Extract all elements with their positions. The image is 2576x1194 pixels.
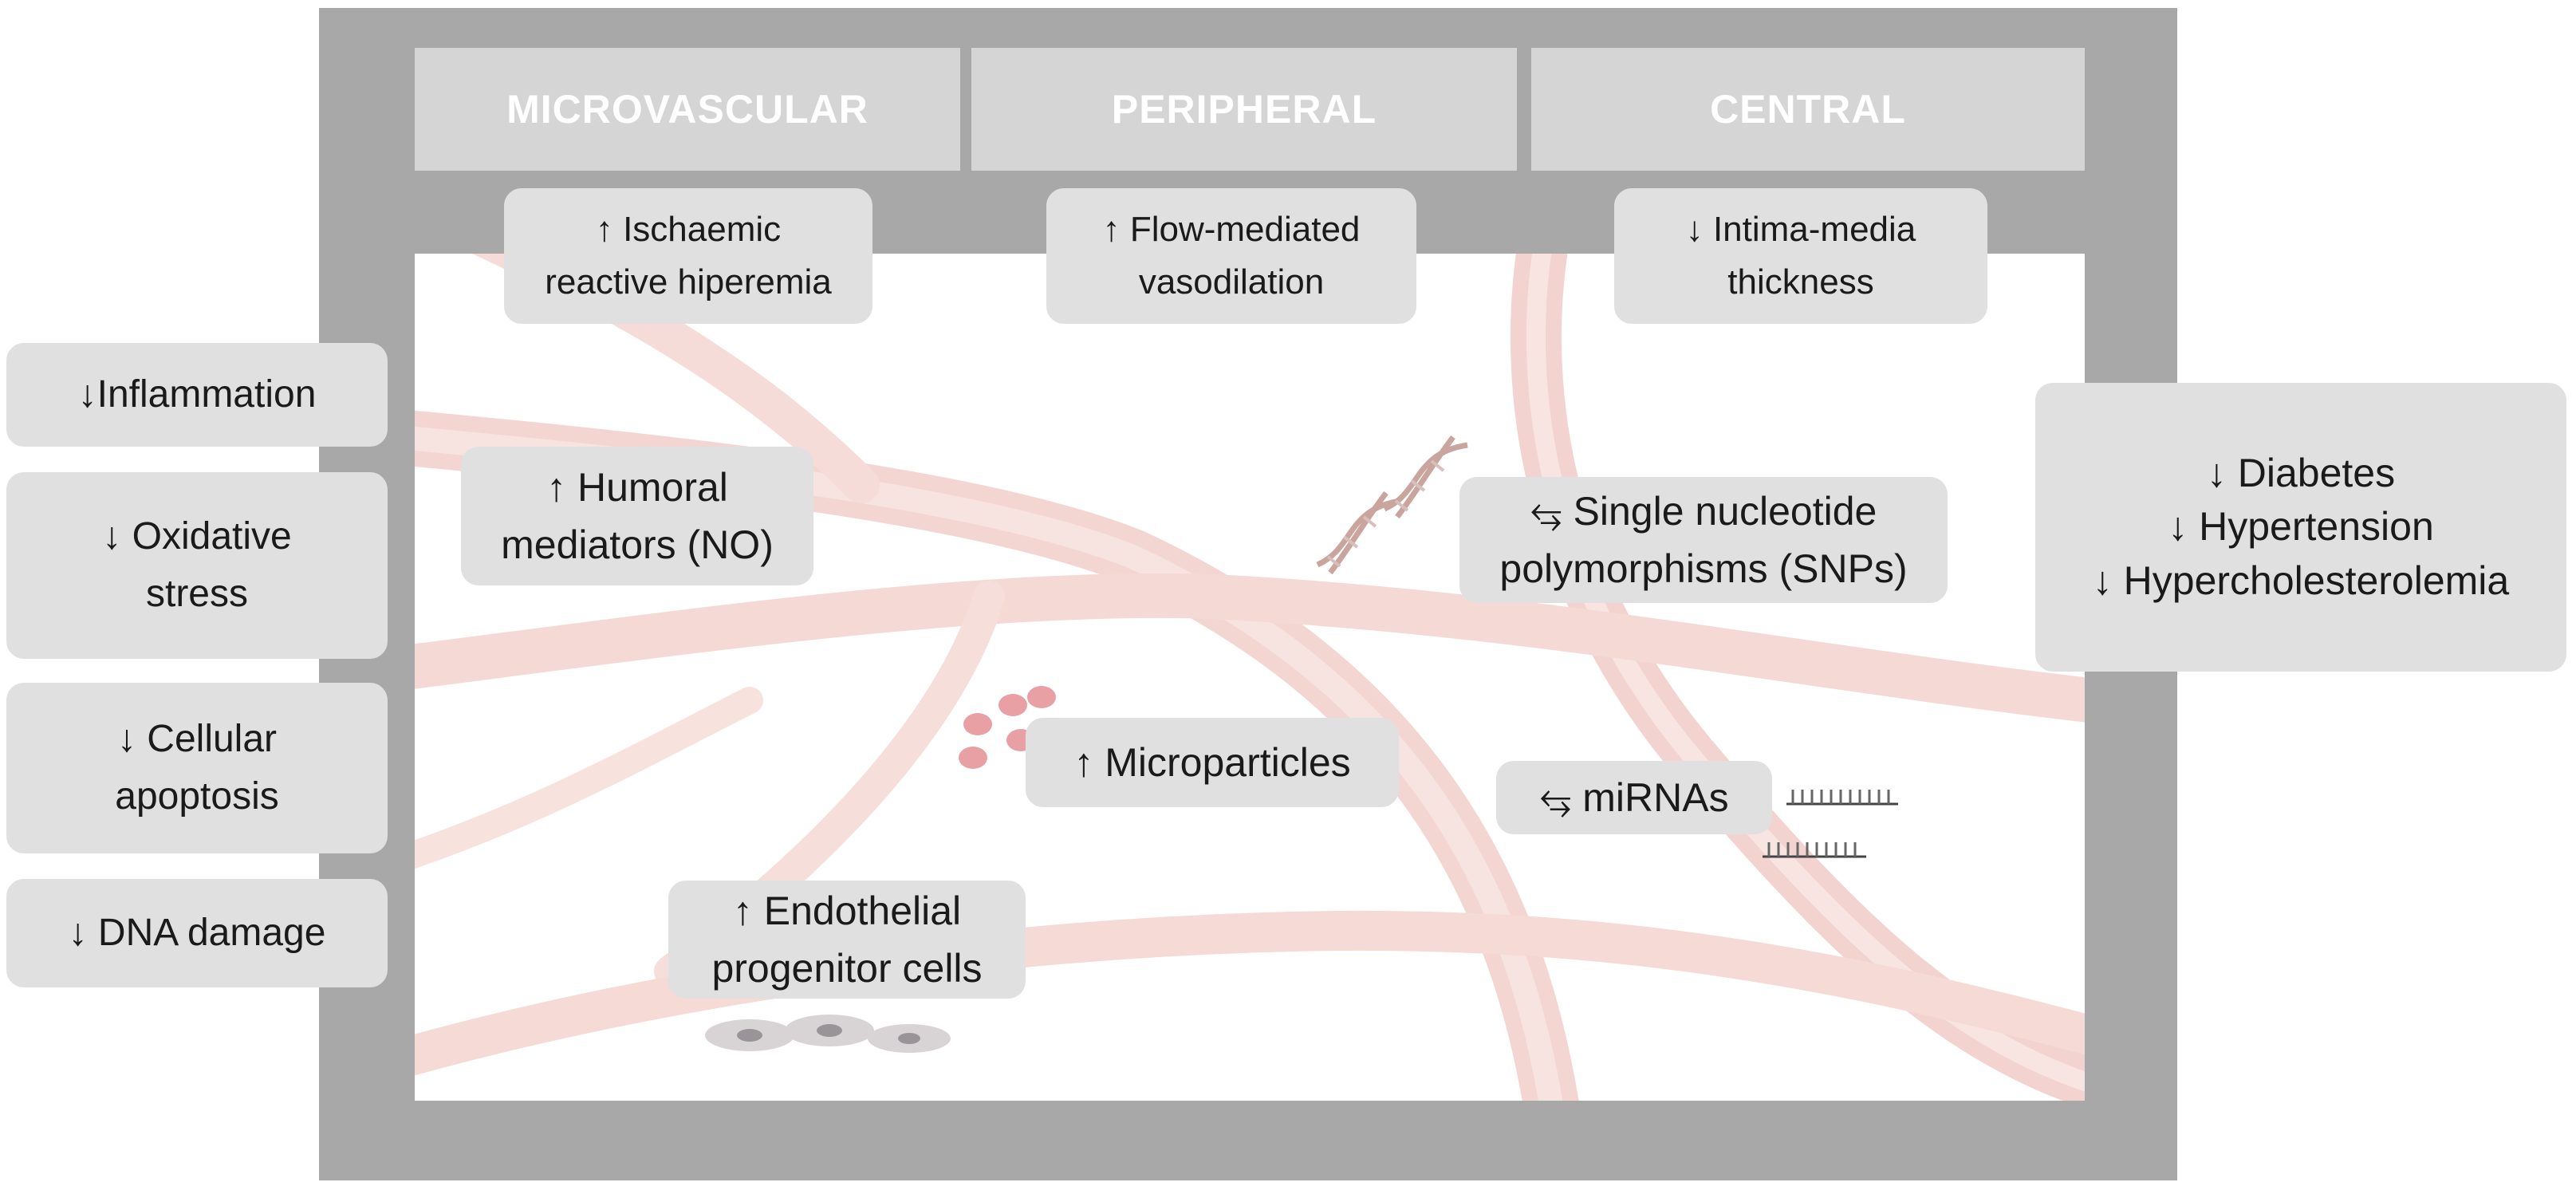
biomarker-mirnas: ⥃ miRNAs [1496,761,1772,834]
measure-central: ↓ Intima-media thickness [1614,188,1987,324]
biomarker-endothelial-progenitor-cells: ↑ Endothelial progenitor cells [668,881,1026,999]
biomarker-microparticles: ↑ Microparticles [1026,718,1399,807]
biomarker-humoral-mediators: ↑ Humoral mediators (NO) [461,447,813,585]
microparticles-icon [959,686,1056,769]
effect-inflammation: ↓Inflammation [6,343,388,447]
effect-cellular-apoptosis: ↓ Cellular apoptosis [6,683,388,853]
header-microvascular: MICROVASCULAR [415,48,960,171]
header-central: CENTRAL [1531,48,2085,171]
vessel-illustration-panel [415,254,2085,1101]
effect-oxidative-stress: ↓ Oxidative stress [6,472,388,659]
effect-risk-factors: ↓ Diabetes ↓ Hypertension ↓ Hypercholest… [2035,383,2566,672]
vessel-bottom [415,910,2085,1076]
dna-helix-icon [1316,435,1468,575]
biomarker-snps: ⥃ Single nucleotide polymorphisms (SNPs) [1459,477,1948,603]
vessel-left-low [415,687,763,869]
header-peripheral: PERIPHERAL [971,48,1517,171]
vessel-middle [415,573,2085,723]
blood-vessels-illustration [415,254,2085,1101]
effect-dna-damage: ↓ DNA damage [6,879,388,987]
measure-peripheral: ↑ Flow-mediated vasodilation [1046,188,1416,324]
measure-microvascular: ↑ Ischaemic reactive hiperemia [504,188,872,324]
endothelial-cells-icon [705,1015,951,1053]
